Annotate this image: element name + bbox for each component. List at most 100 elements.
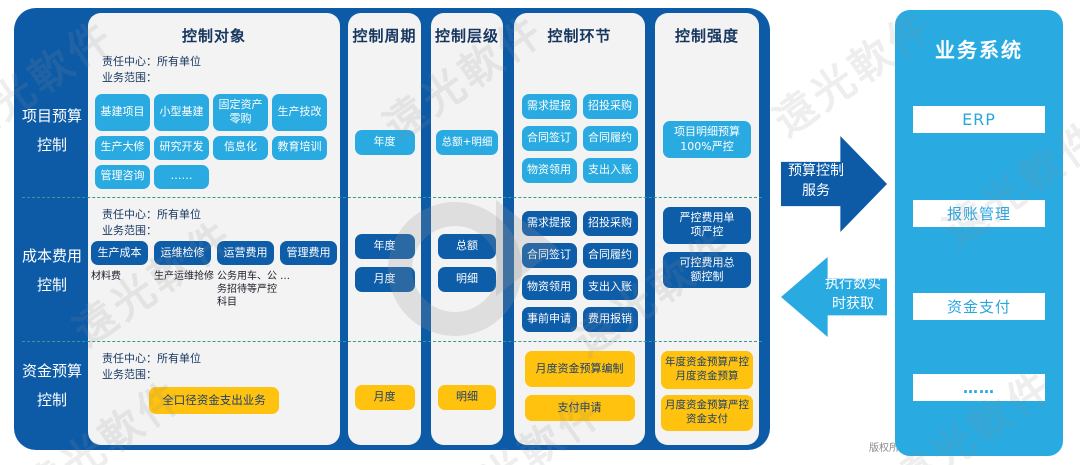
row-divider — [22, 197, 762, 198]
chip-grid: 需求提报 招投采购 合同签订 合同履约 物资领用 支出入账 — [521, 94, 639, 183]
row-label-cost-expense: 成本费用 控制 — [14, 242, 90, 301]
chip: 年度 — [354, 234, 415, 259]
chip: 合同履约 — [582, 243, 638, 268]
zone-fund-budget: 月度 — [348, 341, 421, 445]
row-label-line: 项目预算 — [21, 107, 82, 125]
zone-fund-budget: 月度资金预算编制 支付申请 — [514, 341, 645, 445]
chip-grid: 需求提报 招投采购 合同签订 合同履约 物资领用 支出入账 事前申请 费用报销 — [521, 211, 639, 332]
business-system-panel: 业务系统 ERP 报账管理 资金支付 …… — [895, 10, 1063, 456]
chip-note: … — [280, 271, 290, 282]
system-item-erp: ERP — [913, 106, 1045, 133]
row-label-line: 控制 — [36, 276, 67, 295]
responsibility-line: 责任中心：所有单位 — [102, 352, 201, 365]
arrow-label: 执行数实时获取 — [825, 276, 881, 312]
column-title: 控制强度 — [674, 27, 739, 45]
chip: 运营费用 — [217, 241, 274, 265]
system-item-more: …… — [913, 374, 1045, 401]
chip: 年度资金预算严控月度资金预算 — [661, 351, 753, 389]
chip: 合同履约 — [582, 126, 638, 151]
zone-cost-expense: 年度 月度 — [348, 197, 421, 341]
chip: 需求提报 — [521, 94, 577, 119]
chip: 小型基建 — [154, 94, 209, 131]
zone-cost-expense: 责任中心：所有单位 业务范围： 生产成本 材料费 运维检修 生产运维抢修 运营费… — [88, 197, 340, 341]
chip: 招投采购 — [582, 94, 638, 119]
chip: 支出入账 — [582, 158, 638, 183]
system-item-fund-payment: 资金支付 — [913, 293, 1045, 320]
chip: 项目明细预算100%严控 — [663, 121, 751, 158]
chip: 支付申请 — [524, 395, 635, 421]
column-title: 控制层级 — [434, 27, 499, 45]
chip: 物资领用 — [521, 158, 577, 183]
chip: 月度资金预算编制 — [524, 351, 635, 387]
chip: 严控费用单项严控 — [663, 207, 751, 244]
chip-note: 公务用车、公务招待等严控科目 — [217, 271, 277, 308]
zone-project-budget: 控制层级 总额+明细 — [431, 13, 503, 197]
column-control-strength: 控制强度 项目明细预算100%严控 严控费用单项严控 可控费用总额控制 年度资金… — [655, 13, 759, 445]
zone-cost-expense: 需求提报 招投采购 合同签订 合同履约 物资领用 支出入账 事前申请 费用报销 — [514, 197, 645, 341]
cost-item: 运营费用 公务用车、公务招待等严控科目 — [217, 241, 277, 309]
chip: 物资领用 — [521, 275, 577, 300]
responsibility-scope-text: 责任中心：所有单位 业务范围： — [102, 351, 201, 383]
arrow-label: 预算控制服务 — [788, 163, 844, 199]
zone-project-budget: 控制对象 责任中心：所有单位 业务范围： 基建项目 小型基建 固定资产零购 生产… — [88, 13, 340, 197]
row-label-line: 控制 — [36, 136, 67, 155]
column-control-links: 控制环节 需求提报 招投采购 合同签订 合同履约 物资领用 支出入账 需求提报 … — [514, 13, 645, 445]
column-control-object: 控制对象 责任中心：所有单位 业务范围： 基建项目 小型基建 固定资产零购 生产… — [88, 13, 340, 445]
chip-note: 材料费 — [91, 271, 121, 282]
chip: 合同签订 — [521, 243, 577, 268]
chip: 招投采购 — [582, 211, 638, 236]
responsibility-line: 责任中心：所有单位 — [102, 208, 201, 221]
chip: 管理费用 — [280, 241, 337, 265]
zone-fund-budget: 明细 — [431, 341, 503, 445]
column-title: 控制周期 — [352, 27, 417, 45]
row-label-line: 资金预算 — [21, 362, 82, 380]
row-label-fund-budget: 资金预算 控制 — [14, 357, 90, 416]
chip-grid: 基建项目 小型基建 固定资产零购 生产技改 生产大修 研究开发 信息化 教育培训… — [95, 94, 333, 189]
chip: 生产大修 — [95, 135, 150, 160]
scope-line: 业务范围： — [102, 368, 157, 381]
chip: 运维检修 — [154, 241, 211, 265]
arrow-execution-data-fetch: 执行数实时获取 — [781, 257, 887, 337]
zone-fund-budget: 责任中心：所有单位 业务范围： 全口径资金支出业务 — [88, 341, 340, 445]
zone-fund-budget: 年度资金预算严控月度资金预算 月度资金预算严控资金支付 — [655, 341, 759, 445]
chip: 合同签订 — [521, 126, 577, 151]
chip: 生产技改 — [272, 94, 327, 131]
chip: 明细 — [438, 385, 496, 410]
cost-chip-row: 生产成本 材料费 运维检修 生产运维抢修 运营费用 公务用车、公务招待等严控科目… — [91, 241, 337, 309]
chip: 月度资金预算严控资金支付 — [661, 395, 753, 431]
scope-line: 业务范围： — [102, 224, 157, 237]
chip: …… — [154, 164, 209, 189]
chip: 教育培训 — [272, 135, 327, 160]
chip: 管理咨询 — [95, 164, 150, 189]
chip: 月度 — [354, 385, 415, 410]
responsibility-line: 责任中心：所有单位 — [102, 55, 201, 68]
chip: 事前申请 — [521, 307, 577, 332]
zone-project-budget: 控制周期 年度 — [348, 13, 421, 197]
column-title: 控制环节 — [547, 27, 612, 45]
chip: 生产成本 — [91, 241, 148, 265]
chip: 明细 — [438, 267, 496, 292]
system-item-reimbursement: 报账管理 — [913, 200, 1045, 227]
zone-cost-expense: 严控费用单项严控 可控费用总额控制 — [655, 197, 759, 341]
chip: 总额 — [438, 234, 496, 259]
scope-line: 业务范围： — [102, 71, 157, 84]
chip: 支出入账 — [582, 275, 638, 300]
chip: 基建项目 — [95, 94, 150, 131]
panel-title: 业务系统 — [935, 38, 1023, 62]
chip: 年度 — [354, 130, 415, 155]
chip: 总额+明细 — [436, 130, 498, 155]
chip: 全口径资金支出业务 — [149, 387, 279, 414]
control-matrix-container: 项目预算 控制 成本费用 控制 资金预算 控制 控制对象 责任中心：所有单位 业… — [14, 8, 770, 450]
cost-item: 管理费用 … — [280, 241, 337, 309]
zone-cost-expense: 总额 明细 — [431, 197, 503, 341]
chip: 可控费用总额控制 — [663, 251, 751, 289]
chip: 信息化 — [213, 135, 268, 160]
chip: 费用报销 — [582, 307, 638, 332]
column-title: 控制对象 — [181, 27, 246, 45]
chip: 月度 — [354, 267, 415, 292]
column-control-level: 控制层级 总额+明细 总额 明细 明细 — [431, 13, 503, 445]
arrow-budget-control-service: 预算控制服务 — [781, 136, 887, 232]
zone-project-budget: 控制环节 需求提报 招投采购 合同签订 合同履约 物资领用 支出入账 — [514, 13, 645, 197]
chip: 固定资产零购 — [213, 94, 268, 131]
